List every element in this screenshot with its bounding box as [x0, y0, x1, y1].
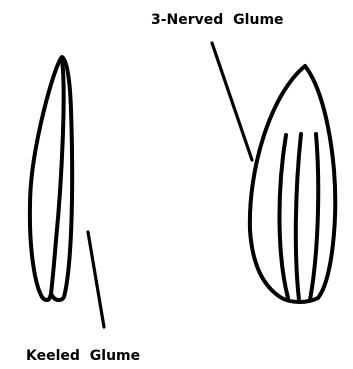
nerve-2 [296, 134, 301, 300]
keeled-glume-keel [51, 60, 64, 294]
keeled-glume-leader-line [88, 232, 104, 327]
keeled-glume-outline [30, 57, 72, 300]
three-nerved-glume-outline [250, 66, 335, 302]
three-nerved-glume-leader-line [212, 43, 252, 160]
keeled-glume-illustration [30, 57, 72, 300]
nerve-3 [310, 134, 318, 300]
nerve-1 [279, 135, 288, 298]
three-nerved-glume-label: 3-Nerved Glume [151, 12, 284, 28]
keeled-glume-label: Keeled Glume [26, 348, 140, 364]
three-nerved-glume-illustration [250, 66, 335, 302]
